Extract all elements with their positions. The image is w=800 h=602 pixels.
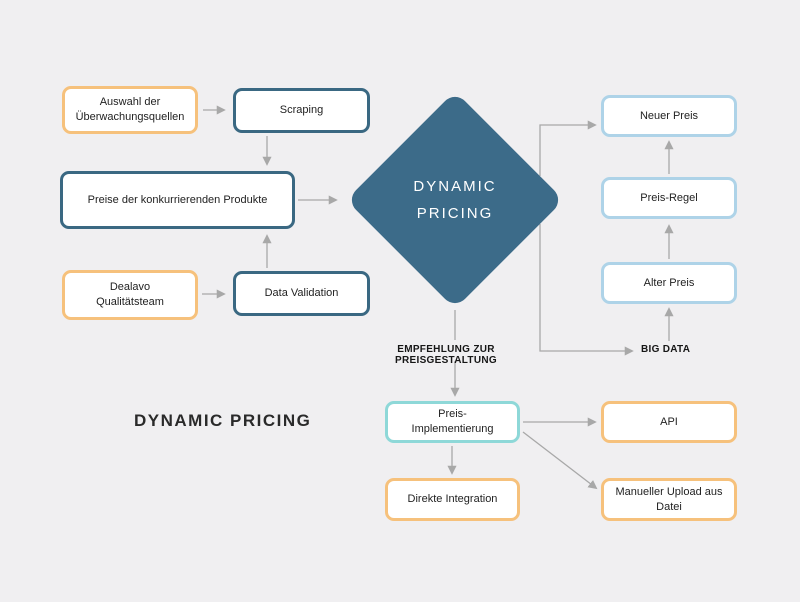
node-label: Scraping <box>279 104 324 117</box>
flow-node-data-validation: Data Validation <box>233 271 370 316</box>
flow-node-dealavo-qualitaetsteam: Dealavo Qualitätsteam <box>62 270 198 320</box>
flow-node-preis-regel: Preis-Regel <box>601 177 737 219</box>
diamond-title-line1: DYNAMIC <box>413 178 497 195</box>
node-label: Neuer Preis <box>639 109 699 122</box>
flow-node-auswahl-der-ueberwachungsquellen: Auswahl der Überwachungsquellen <box>62 86 198 134</box>
flow-node-manueller-upload-aus-datei: Manueller Upload aus Datei <box>601 478 737 521</box>
node-label: Alter Preis <box>643 276 695 289</box>
node-label: Preise der konkurrierenden Produkte <box>87 193 268 206</box>
flow-node-direkte-integration: Direkte Integration <box>385 478 520 521</box>
diamond-title-line2: PRICING <box>416 205 494 222</box>
flow-node-preise-der-konkurrierenden-produkte: Preise der konkurrierenden Produkte <box>60 171 295 229</box>
node-label: Data Validation <box>264 287 339 300</box>
flow-node-scraping: Scraping <box>233 88 370 133</box>
node-label: Preis-Implementierung <box>411 408 494 435</box>
caption-title: DYNAMIC PRICING <box>134 411 312 430</box>
node-label: Direkte Integration <box>407 493 498 506</box>
node-label: Preis-Regel <box>640 191 698 204</box>
flow-node-alter-preis: Alter Preis <box>601 262 737 304</box>
flow-node-api: API <box>601 401 737 443</box>
node-label: API <box>660 415 678 428</box>
diamond-title: DYNAMIC PRICING <box>378 123 532 277</box>
node-label: Manueller Upload aus Datei <box>615 485 723 513</box>
flow-node-preis-implementierung: Preis-Implementierung <box>385 401 520 443</box>
node-label: Auswahl der Überwachungsquellen <box>75 96 185 123</box>
big-data-label: BIG DATA <box>641 344 691 355</box>
node-label: Dealavo Qualitätsteam <box>96 281 164 308</box>
empfehlung-label: EMPFEHLUNG ZUR PREISGESTALTUNG <box>395 344 497 366</box>
flow-node-neuer-preis: Neuer Preis <box>601 95 737 137</box>
